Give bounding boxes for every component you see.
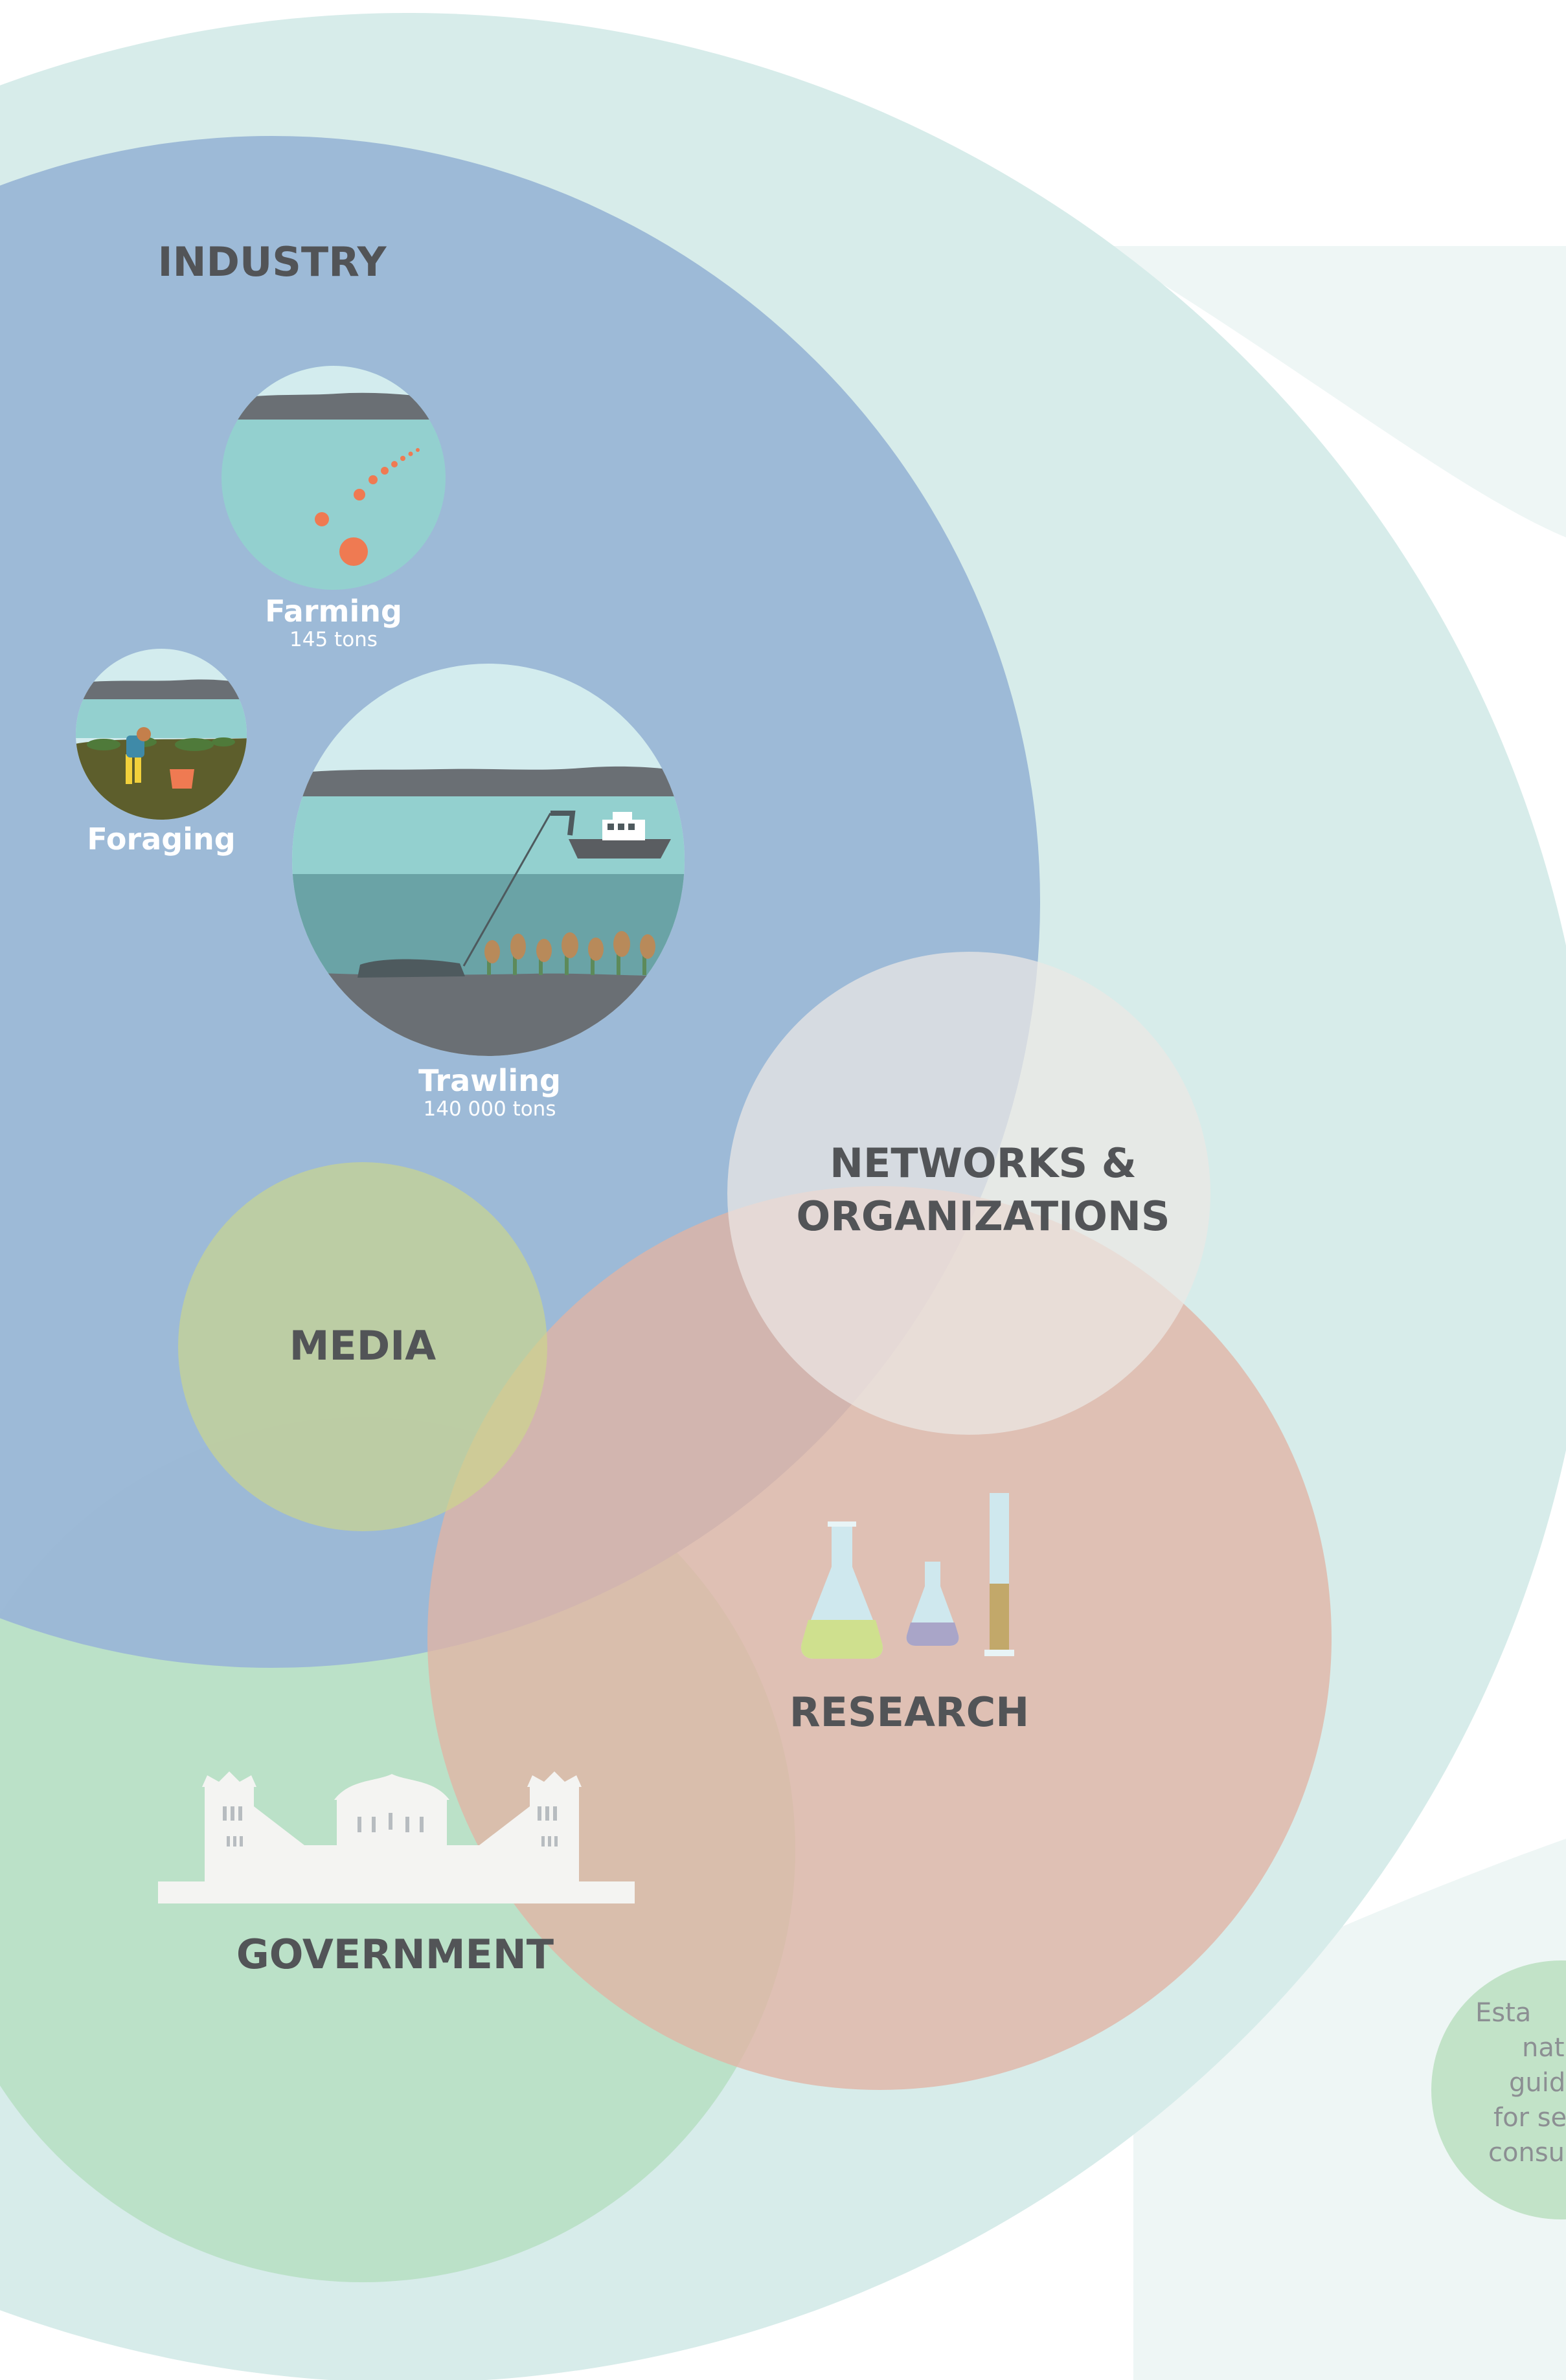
side-note-text: Esta nat guid for se consu <box>1475 1998 1566 2168</box>
trawler-icon <box>292 664 685 1056</box>
buoy-line-icon <box>221 366 446 590</box>
side-note-line: Esta <box>1475 1998 1531 2028</box>
foraging-label: Foraging <box>87 822 235 857</box>
trawling-value: 140 000 tons <box>424 1097 556 1121</box>
parliament-building-icon <box>158 1771 635 1903</box>
farming-label: Farming <box>265 594 402 629</box>
side-note-line: guid <box>1509 2068 1565 2098</box>
media-label: MEDIA <box>289 1322 437 1369</box>
side-note-line: for se <box>1493 2103 1566 2133</box>
media-circle <box>178 1162 547 1531</box>
side-note-line: consu <box>1488 2138 1565 2168</box>
research-label: RESEARCH <box>789 1689 1029 1736</box>
networks-circle <box>727 952 1210 1435</box>
networks-label-line1: NETWORKS & <box>830 1139 1137 1187</box>
side-note-line: nat <box>1522 2033 1565 2063</box>
lab-flasks-icon <box>800 1493 1014 1659</box>
networks-label-line2: ORGANIZATIONS <box>796 1193 1170 1240</box>
farming-value: 145 tons <box>289 628 378 651</box>
background-swoosh-top <box>1101 246 1566 537</box>
government-label: GOVERNMENT <box>236 1931 554 1978</box>
forager-icon <box>76 649 247 820</box>
side-note-circle <box>1431 1960 1566 2219</box>
industry-label: INDUSTRY <box>158 238 387 286</box>
trawling-label: Trawling <box>418 1063 561 1098</box>
